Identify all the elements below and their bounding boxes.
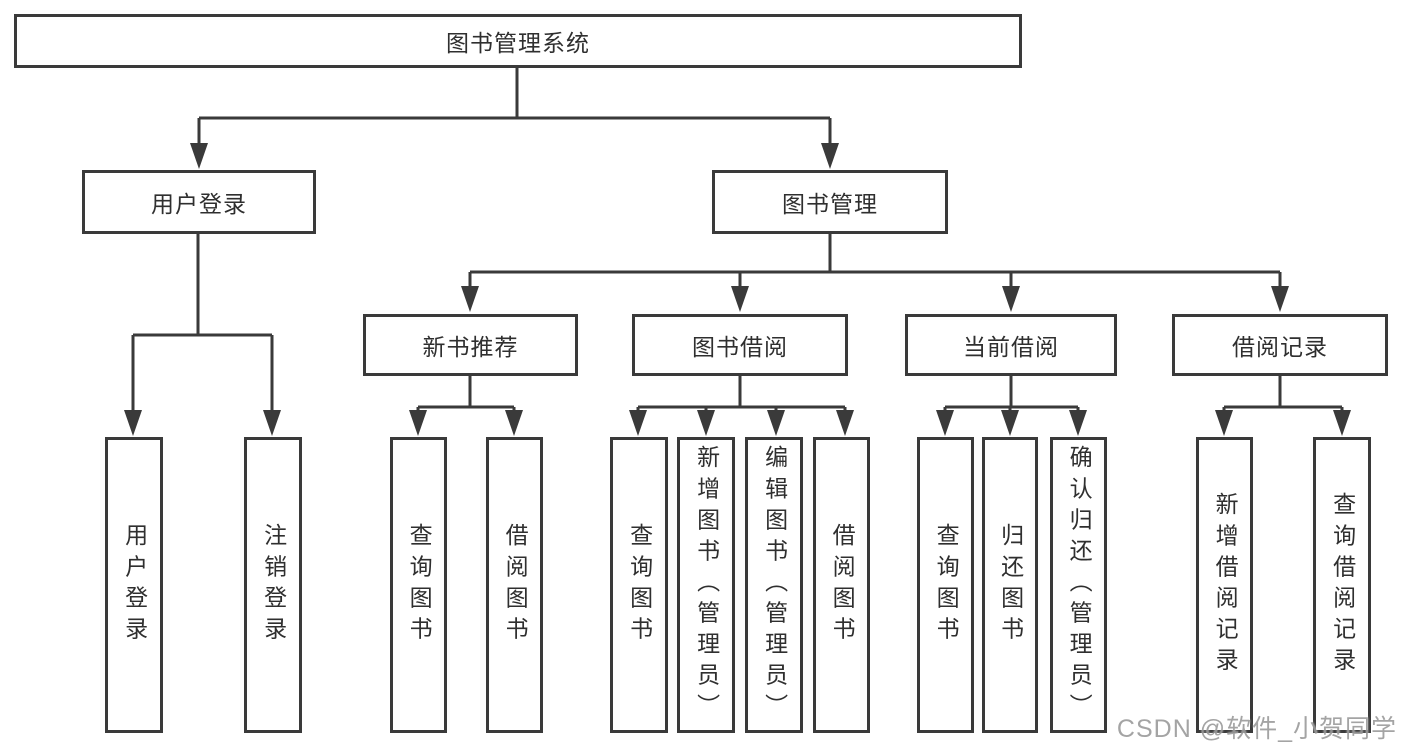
node-leaf-borrow-books-recommend: 借阅图书 <box>486 437 543 733</box>
connector-paths <box>131 68 1344 412</box>
node-leaf-query-books-borrow: 查询图书 <box>610 437 668 733</box>
node-leaf-edit-books-admin: 编辑图书（管理员） <box>745 437 803 733</box>
node-label: 借阅记录 <box>1232 334 1328 360</box>
node-leaf-query-borrow-record: 查询借阅记录 <box>1313 437 1371 733</box>
node-label: 归还图书 <box>997 522 1024 648</box>
node-leaf-borrow-books: 借阅图书 <box>813 437 870 733</box>
node-label: 用户登录 <box>151 191 247 217</box>
node-label: 确认归还（管理员） <box>1066 445 1093 725</box>
node-current-borrowing: 当前借阅 <box>905 314 1117 376</box>
node-label: 查询借阅记录 <box>1329 491 1356 679</box>
node-leaf-query-books-recommend: 查询图书 <box>390 437 447 733</box>
node-leaf-confirm-return-admin: 确认归还（管理员） <box>1050 437 1107 733</box>
node-label: 图书借阅 <box>692 334 788 360</box>
node-label: 当前借阅 <box>963 334 1059 360</box>
node-label: 查询图书 <box>626 522 653 648</box>
csdn-watermark: CSDN @软件_小贺同学 <box>1116 715 1397 743</box>
node-leaf-query-books-current: 查询图书 <box>917 437 974 733</box>
node-label: 图书管理系统 <box>446 30 590 56</box>
node-leaf-logout: 注销登录 <box>244 437 302 733</box>
node-label: 查询图书 <box>406 522 433 648</box>
node-leaf-return-books: 归还图书 <box>982 437 1038 733</box>
connector-arrowheads <box>124 143 1351 436</box>
node-book-borrowing: 图书借阅 <box>632 314 848 376</box>
node-leaf-add-books-admin: 新增图书（管理员） <box>677 437 735 733</box>
node-book-management: 图书管理 <box>712 170 948 234</box>
node-label: 图书管理 <box>782 191 878 217</box>
node-leaf-add-borrow-record: 新增借阅记录 <box>1196 437 1253 733</box>
node-label: 注销登录 <box>260 522 287 648</box>
node-user-login: 用户登录 <box>82 170 316 234</box>
node-label: 新增图书（管理员） <box>693 445 720 725</box>
node-leaf-user-login: 用户登录 <box>105 437 163 733</box>
node-label: 借阅图书 <box>502 522 529 648</box>
node-label: 新书推荐 <box>422 334 519 360</box>
node-label: 借阅图书 <box>829 522 856 648</box>
node-borrowing-records: 借阅记录 <box>1172 314 1388 376</box>
node-new-book-recommend: 新书推荐 <box>363 314 578 376</box>
node-root-library-system: 图书管理系统 <box>14 14 1022 68</box>
node-label: 查询图书 <box>933 522 960 648</box>
node-label: 用户登录 <box>121 522 148 648</box>
node-label: 新增借阅记录 <box>1212 491 1239 679</box>
node-label: 编辑图书（管理员） <box>761 445 788 725</box>
